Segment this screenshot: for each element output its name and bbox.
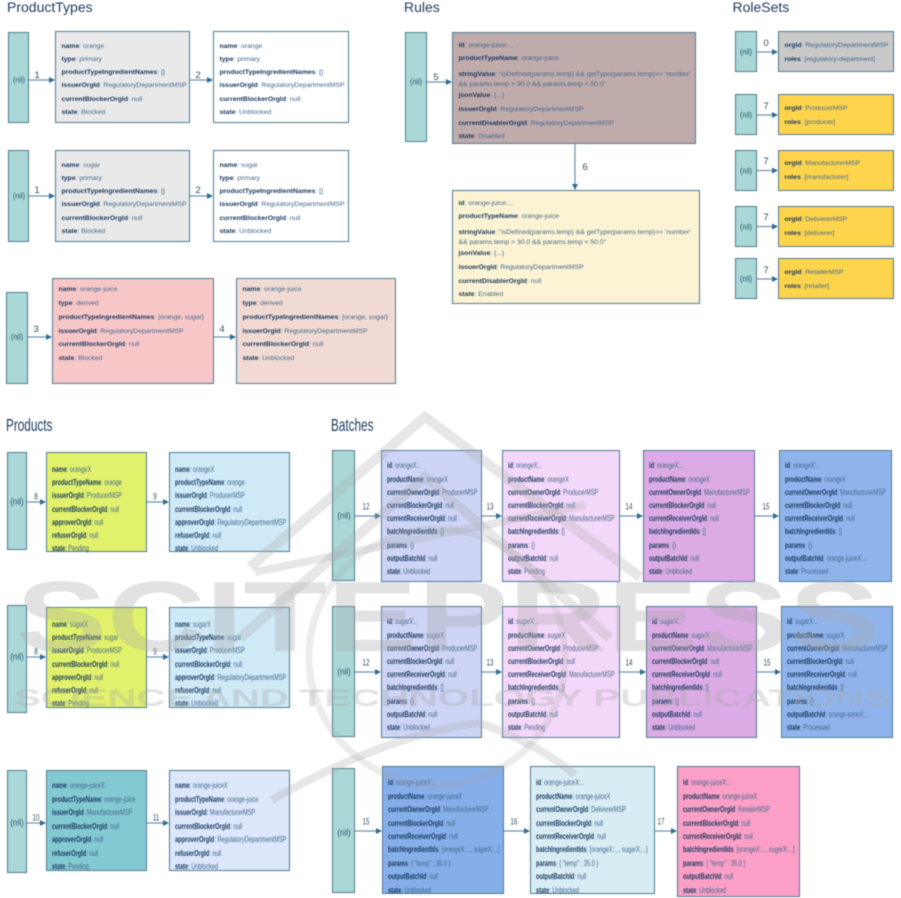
svg-text:SCITEPRESS: SCITEPRESS — [16, 561, 880, 673]
svg-text:SCIENCE AND TECHNOLOGY PUBLICA: SCIENCE AND TECHNOLOGY PUBLICATIONS — [14, 685, 891, 712]
